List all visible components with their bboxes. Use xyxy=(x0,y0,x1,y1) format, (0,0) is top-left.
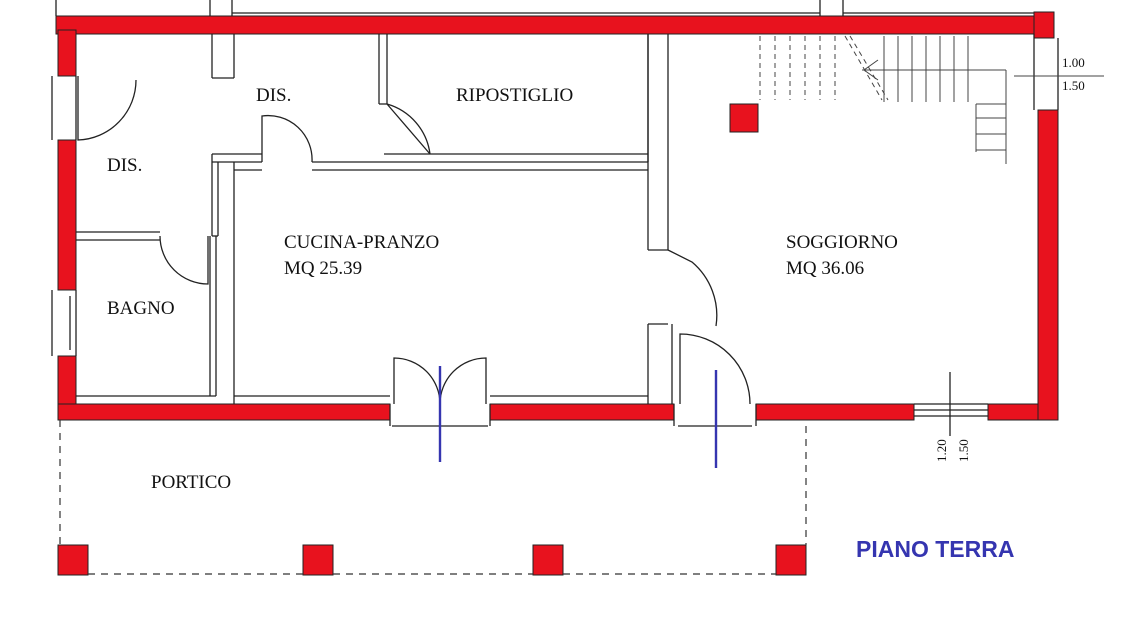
wall-bottom-2 xyxy=(489,403,675,421)
dim-window-left: 1.20 xyxy=(934,439,949,462)
dim-window-right: 1.50 xyxy=(956,439,971,462)
interior-walls xyxy=(51,0,1059,436)
plan-title: PIANO TERRA xyxy=(856,536,1014,562)
label-cucina-name: CUCINA-PRANZO xyxy=(284,232,439,253)
wall-left-upper xyxy=(57,29,77,77)
dim-stair-top: 1.00 xyxy=(1062,55,1085,70)
pillar-1 xyxy=(57,544,89,576)
label-cucina-area: MQ 25.39 xyxy=(284,258,362,279)
pillar-4 xyxy=(775,544,807,576)
portico-outline xyxy=(59,420,807,575)
dim-stair-bottom: 1.50 xyxy=(1062,78,1085,93)
wall-top-right-cap xyxy=(1033,11,1055,39)
wall-bottom-3 xyxy=(755,403,915,421)
wall-right xyxy=(1037,109,1059,421)
wall-top xyxy=(55,15,1055,35)
door-swings xyxy=(77,76,751,405)
entry-markers xyxy=(438,366,718,468)
exterior-walls xyxy=(55,11,1059,421)
label-soggiorno-name: SOGGIORNO xyxy=(786,232,898,253)
pillar-living xyxy=(729,103,759,133)
label-dis-left: DIS. xyxy=(107,155,142,176)
label-dis-upper: DIS. xyxy=(256,85,291,106)
staircase xyxy=(759,35,1104,164)
pillar-3 xyxy=(532,544,564,576)
wall-bottom-1 xyxy=(57,403,391,421)
label-soggiorno-area: MQ 36.06 xyxy=(786,258,864,279)
portico-pillars xyxy=(57,544,807,576)
label-ripostiglio: RIPOSTIGLIO xyxy=(456,85,573,106)
pillar-2 xyxy=(302,544,334,576)
label-bagno: BAGNO xyxy=(107,298,175,319)
label-portico: PORTICO xyxy=(151,472,231,493)
wall-left-middle xyxy=(57,139,77,291)
